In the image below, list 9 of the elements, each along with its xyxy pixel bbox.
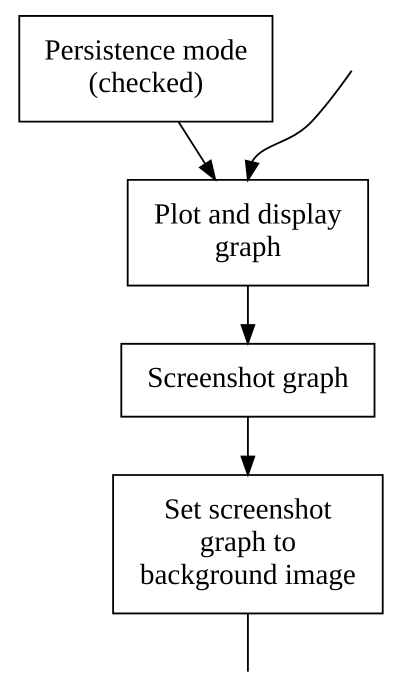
arrow [240,286,256,346]
connector [246,614,248,672]
arrow [177,122,216,182]
node-box: Set screenshot graph to background image [112,474,384,614]
node-box: Screenshot graph [120,342,375,418]
arrow [240,416,256,478]
node-box: Plot and display graph [126,178,369,286]
node-box: Persistence mode (checked) [18,15,273,122]
arrow [244,70,352,183]
